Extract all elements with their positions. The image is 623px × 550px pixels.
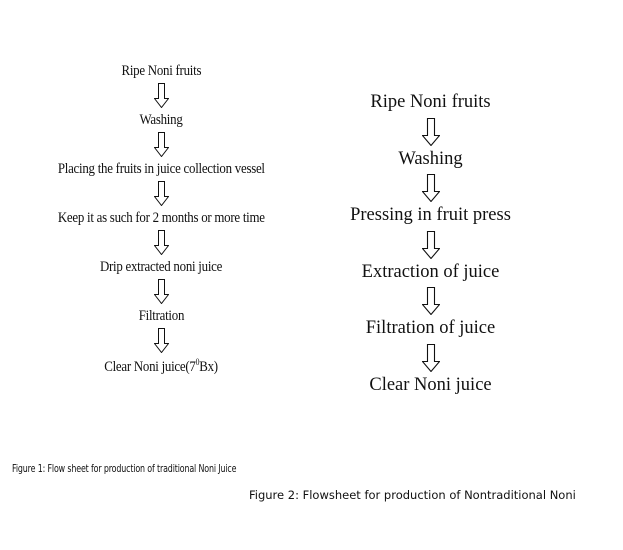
nontraditional-flowchart: Ripe Noni fruits Washing Pressing in fru… <box>322 93 539 394</box>
flow-step-clear-noni-juice: Clear Noni juice <box>369 374 492 395</box>
flow-step-drip-extracted-juice: Drip extracted noni juice <box>99 259 223 275</box>
down-arrow-icon <box>153 230 169 255</box>
figure-2-caption: Figure 2: Flowsheet for production of No… <box>249 488 576 502</box>
flow-step-filtration: Filtration <box>138 308 184 324</box>
flow-step-washing: Washing <box>398 148 463 169</box>
flow-step-clear-noni-juice: Clear Noni juice(70Bx) <box>104 358 218 375</box>
flow-step-washing: Washing <box>139 112 183 128</box>
flow-step-ripe-noni-fruits: Ripe Noni fruits <box>370 92 491 112</box>
step-text-prefix: Clear Noni juice(7 <box>104 359 196 375</box>
down-arrow-icon <box>153 83 169 108</box>
flow-step-filtration-of-juice: Filtration of juice <box>365 318 496 338</box>
traditional-flowchart: Ripe Noni fruits Washing Placing the fru… <box>0 64 322 375</box>
down-arrow-icon <box>153 132 169 157</box>
figure-1-caption: Figure 1: Flow sheet for production of t… <box>12 462 237 475</box>
flow-step-placing-fruits: Placing the fruits in juice collection v… <box>57 161 265 177</box>
flow-step-keep-two-months: Keep it as such for 2 months or more tim… <box>57 210 265 226</box>
flow-step-extraction-of-juice: Extraction of juice <box>361 261 500 282</box>
flow-step-pressing-fruit-press: Pressing in fruit press <box>350 205 511 225</box>
down-arrow-icon <box>153 279 169 304</box>
step-text-suffix: Bx) <box>199 359 218 375</box>
superscript-degree: 0 <box>195 357 200 367</box>
down-arrow-icon <box>421 343 440 372</box>
down-arrow-icon <box>421 117 440 146</box>
down-arrow-icon <box>421 230 440 259</box>
flow-step-ripe-noni-fruits: Ripe Noni fruits <box>121 63 201 79</box>
down-arrow-icon <box>153 328 169 353</box>
down-arrow-icon <box>153 181 169 206</box>
down-arrow-icon <box>421 174 440 202</box>
down-arrow-icon <box>421 287 440 315</box>
